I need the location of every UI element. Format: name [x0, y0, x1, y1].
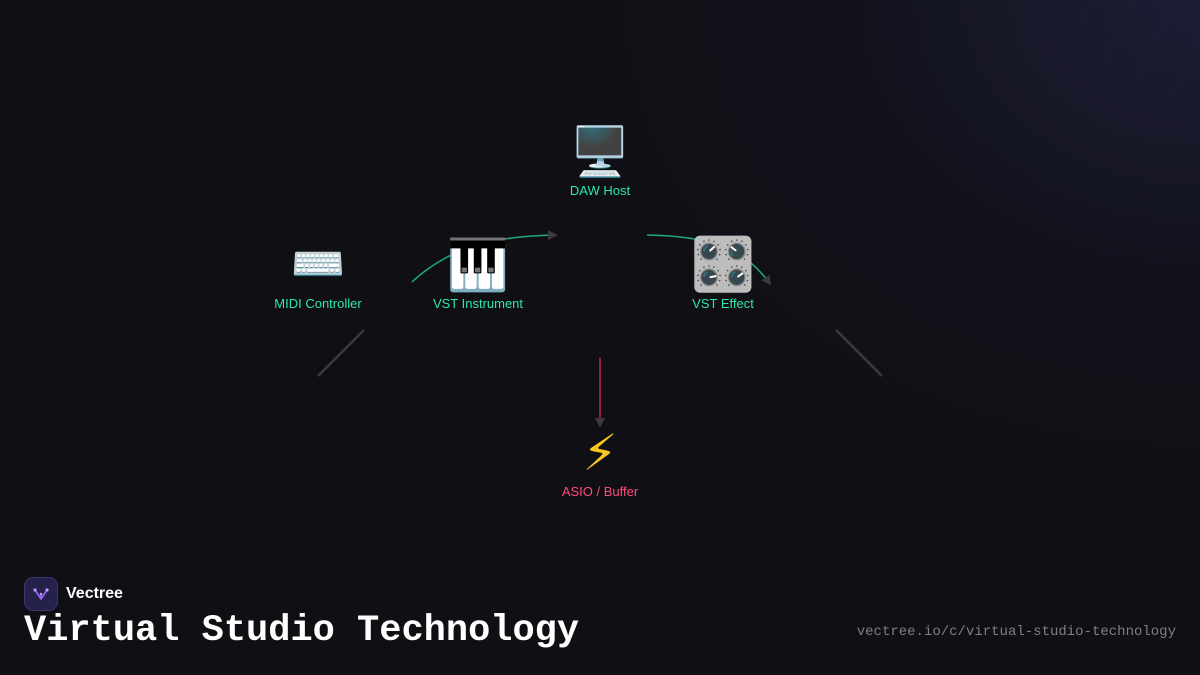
node-label: VST Effect	[692, 296, 754, 311]
node-asio-buffer: ⚡ ASIO / Buffer	[510, 425, 690, 499]
brand-name: Vectree	[66, 585, 123, 602]
piano-keys-icon: 🎹	[446, 236, 510, 294]
node-vst-effect: 🎛️ VST Effect	[633, 237, 813, 311]
page-title: Virtual Studio Technology	[24, 610, 580, 652]
node-label: MIDI Controller	[274, 296, 362, 311]
connector-left	[317, 329, 365, 377]
control-knobs-icon: 🎛️	[690, 235, 756, 295]
node-daw-host: 🖥️ DAW Host	[510, 124, 690, 198]
node-midi-controller: ⌨️ MIDI Controller	[228, 237, 408, 311]
desktop-computer-icon: 🖥️	[570, 124, 630, 180]
brand: Vectree	[24, 577, 123, 611]
keyboard-icon: ⌨️	[290, 239, 346, 290]
node-label: DAW Host	[569, 183, 631, 198]
edge-daw-to-vst-effect	[646, 234, 772, 286]
node-label: VST Instrument	[432, 296, 524, 311]
node-label: ASIO / Buffer	[561, 484, 639, 499]
vectree-logo-icon	[24, 577, 58, 611]
source-url: vectree.io/c/virtual-studio-technology	[856, 624, 1176, 640]
node-vst-instrument: 🎹 VST Instrument	[388, 237, 568, 311]
edge-vst-instrument-to-daw	[411, 230, 558, 283]
connector-right	[835, 329, 883, 377]
lightning-bolt-icon: ⚡	[582, 424, 618, 482]
